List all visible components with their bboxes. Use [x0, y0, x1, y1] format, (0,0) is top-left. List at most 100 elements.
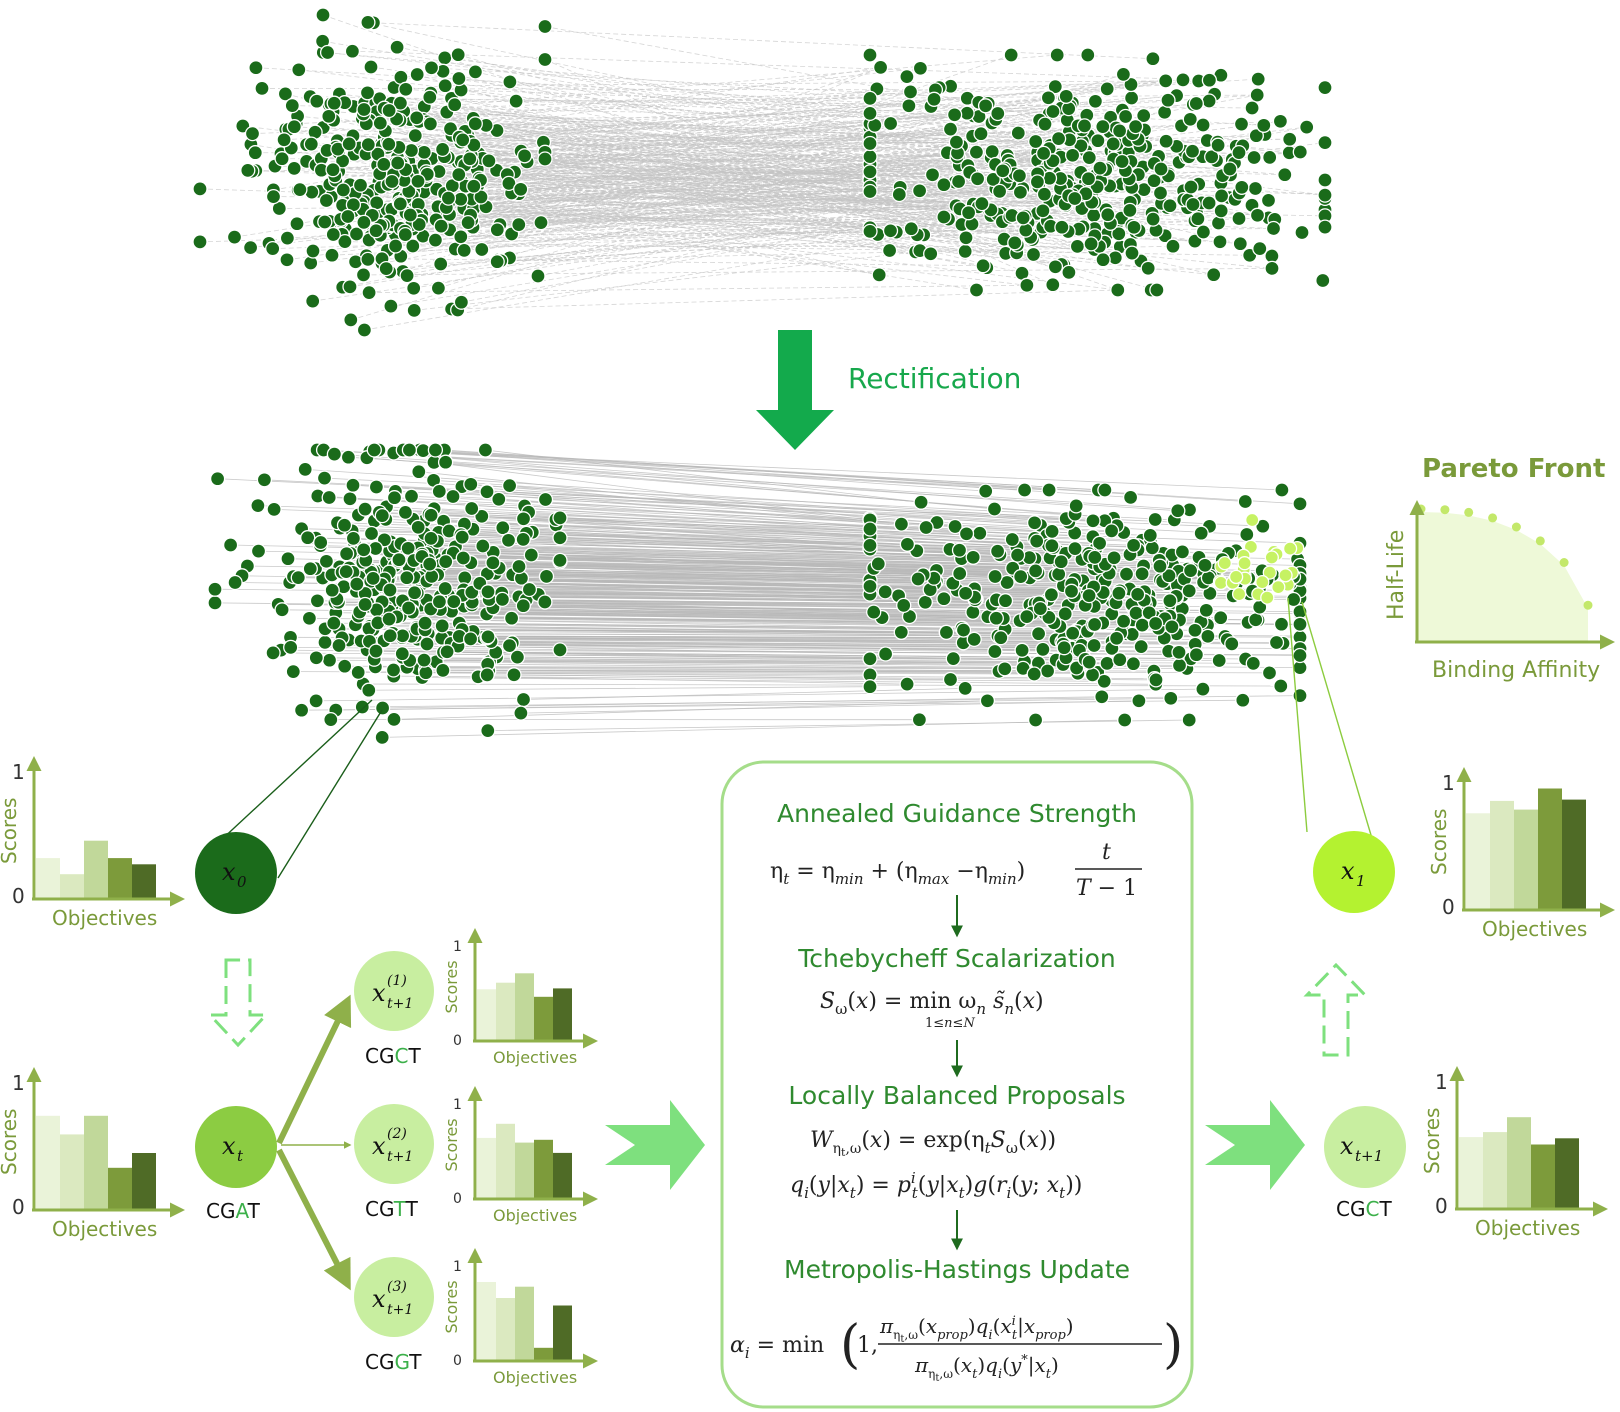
coupling-line: [369, 284, 1027, 293]
y-tick-label: 1: [12, 760, 25, 784]
rectified-line: [556, 524, 1237, 552]
target-sample: [1152, 558, 1168, 574]
target-sample: [1204, 149, 1220, 165]
coupling-line: [394, 87, 909, 107]
target-sample: [1049, 47, 1065, 63]
rectified-line: [487, 719, 1190, 731]
target-sample: [1112, 652, 1128, 668]
source-sample: [392, 95, 409, 111]
source-sample: [382, 628, 398, 644]
source-sample: [438, 553, 454, 570]
source-sample: [283, 639, 299, 656]
coupling-line: [394, 97, 1049, 177]
target-sample: [1197, 557, 1213, 573]
coupling-line: [479, 113, 871, 179]
target-sample: [1064, 147, 1081, 163]
source-sample: [265, 240, 281, 257]
target-sample: [1232, 236, 1248, 252]
y-tick-label: 1: [453, 939, 462, 955]
y-tick-label: 0: [453, 1033, 462, 1049]
source-sample: [422, 556, 438, 572]
source-sample: [313, 534, 329, 551]
coupling-line: [412, 195, 1062, 265]
target-sample: [1013, 568, 1029, 585]
source-cloud-top: [192, 7, 553, 338]
target-sample: [899, 536, 916, 552]
source-sample: [410, 519, 426, 535]
source-sample: [437, 78, 453, 94]
source-sample: [279, 252, 295, 268]
score-bar: [132, 1153, 156, 1210]
target-sample: [926, 91, 942, 107]
target-sample: [968, 282, 985, 298]
source-sample: [552, 552, 568, 569]
coupling-line: [449, 214, 1095, 250]
step-locally-balanced-title: Locally Balanced Proposals: [788, 1081, 1125, 1110]
source-sample: [374, 700, 391, 716]
source-sample: [501, 637, 518, 654]
target-sample: [1012, 184, 1029, 200]
source-sample: [363, 525, 380, 542]
target-sample: [1256, 117, 1272, 133]
y-tick-label: 1: [453, 1097, 462, 1113]
target-sample: [965, 549, 981, 565]
target-sample: [1252, 240, 1268, 257]
rectified-line: [488, 670, 1078, 674]
source-sample: [318, 192, 335, 209]
score-bar: [534, 1139, 553, 1199]
target-sample: [1292, 647, 1308, 664]
source-sample: [406, 585, 423, 601]
target-sample: [882, 223, 899, 239]
target-sample: [1037, 116, 1053, 132]
source-sample: [538, 568, 555, 585]
target-sample: [957, 585, 974, 601]
target-sample: [1103, 523, 1120, 539]
svg-text:πηt,ω(xprop)qi(xit|xprop): πηt,ω(xprop)qi(xit|xprop): [879, 1314, 1074, 1345]
target-sample: [946, 107, 963, 123]
target-sample: [1164, 619, 1180, 635]
target-sample: [1117, 712, 1133, 728]
target-sample: [1294, 224, 1310, 241]
target-sample: [1057, 606, 1073, 622]
source-sample: [326, 95, 342, 111]
coupling-line: [324, 217, 1122, 223]
coupling-line: [446, 111, 1185, 152]
target-sample: [1248, 612, 1264, 628]
source-sample: [331, 637, 347, 654]
target-sample: [988, 610, 1004, 626]
algorithm-panel: Annealed Guidance Strength ηt = ηmin + (…: [720, 760, 1194, 1409]
coupling-line: [458, 78, 1098, 142]
rectified-line: [316, 657, 1254, 664]
target-sample: [1076, 118, 1093, 134]
rectified-line: [487, 490, 1263, 527]
target-sample: [862, 183, 878, 200]
y-tick-label: 0: [1435, 1194, 1448, 1218]
y-axis-label: Scores: [1427, 809, 1451, 875]
target-sample: [1200, 628, 1216, 644]
source-sample: [352, 177, 369, 193]
target-sample: [862, 537, 878, 554]
source-sample: [359, 85, 376, 101]
source-sample: [506, 667, 522, 683]
coupling-line: [412, 245, 1121, 248]
source-sample: [467, 116, 483, 132]
target-sample: [1175, 72, 1191, 88]
source-sample: [372, 115, 388, 131]
score-bar: [1555, 1138, 1579, 1209]
source-sample: [254, 80, 270, 97]
source-sample: [385, 662, 402, 678]
rectified-line: [316, 688, 1203, 702]
source-sample: [347, 254, 364, 270]
target-sample: [1106, 550, 1122, 566]
coupling-line: [464, 188, 996, 251]
source-sample: [324, 247, 340, 263]
source-sample: [308, 650, 324, 666]
coupling-line: [312, 203, 974, 302]
target-sample: [986, 501, 1003, 517]
source-sample: [192, 234, 208, 250]
svg-text:1≤n≤N: 1≤n≤N: [925, 1016, 975, 1031]
target-sample: [862, 135, 878, 152]
source-sample: [475, 538, 491, 554]
score-bar: [60, 874, 84, 899]
target-sample: [911, 183, 928, 199]
